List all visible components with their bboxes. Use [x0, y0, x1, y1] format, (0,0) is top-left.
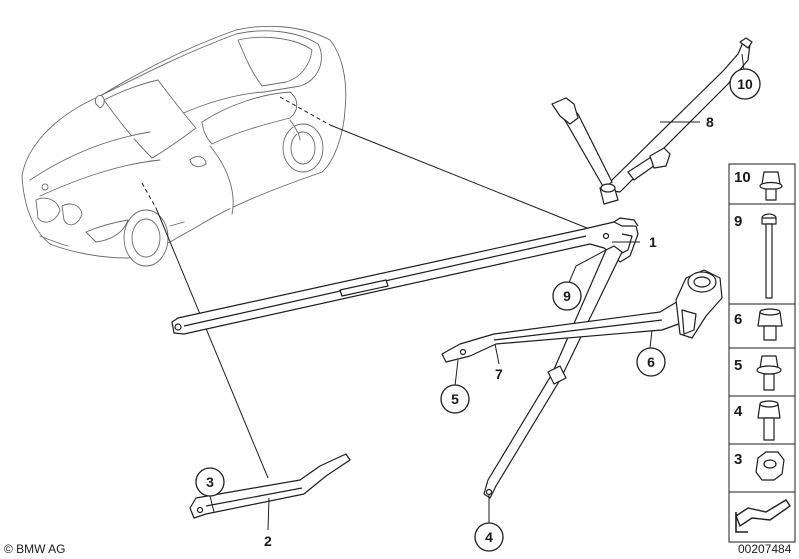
copyright-text: © BMW AG [4, 542, 66, 556]
callout-5: 5 [451, 391, 459, 407]
callout-7: 7 [495, 366, 503, 382]
car-leaders [141, 96, 588, 479]
panel-label-9: 9 [734, 213, 742, 230]
strut-part-4 [483, 245, 623, 499]
panel-label-10: 10 [734, 169, 751, 186]
collar-bolt-icon [756, 355, 782, 391]
callout-4: 4 [485, 529, 493, 545]
callout-2: 2 [264, 533, 272, 549]
direction-arrow-icon [735, 499, 791, 533]
callout-6: 6 [647, 354, 655, 370]
hex-nut-icon [755, 451, 785, 481]
callout-10-circle [729, 68, 761, 100]
panel-label-4: 4 [734, 403, 743, 420]
panel-label-5: 5 [734, 357, 742, 374]
fastener-panel: 10 9 6 5 4 [728, 163, 796, 543]
callout-8: 8 [706, 114, 714, 130]
callout-1: 1 [649, 234, 657, 250]
panel-label-6: 6 [734, 311, 742, 328]
callout-5-circle [440, 384, 470, 414]
hex-screw-icon [757, 400, 781, 441]
diagram-number: 00207484 [738, 542, 792, 556]
callout-3: 3 [206, 474, 214, 490]
callout-6-circle [636, 347, 666, 377]
flange-bolt-icon [759, 171, 783, 201]
panel-label-3: 3 [734, 451, 742, 468]
car-illustration [21, 25, 347, 267]
hex-bolt-icon [757, 308, 783, 341]
strut-part-1 [171, 217, 639, 335]
callout-3-circle [195, 467, 225, 497]
long-bolt-icon [761, 213, 777, 299]
strut-part-2 [189, 453, 351, 519]
callout-4-circle [474, 522, 504, 552]
callout-10: 10 [737, 76, 753, 92]
bracket-part-8 [551, 37, 753, 205]
callout-9: 9 [563, 288, 571, 304]
callout-9-circle [552, 281, 582, 311]
mount-part-6 [675, 269, 723, 339]
callouts: 1 2 3 4 5 6 7 8 9 10 [195, 68, 761, 552]
callout-leaders [209, 53, 745, 531]
